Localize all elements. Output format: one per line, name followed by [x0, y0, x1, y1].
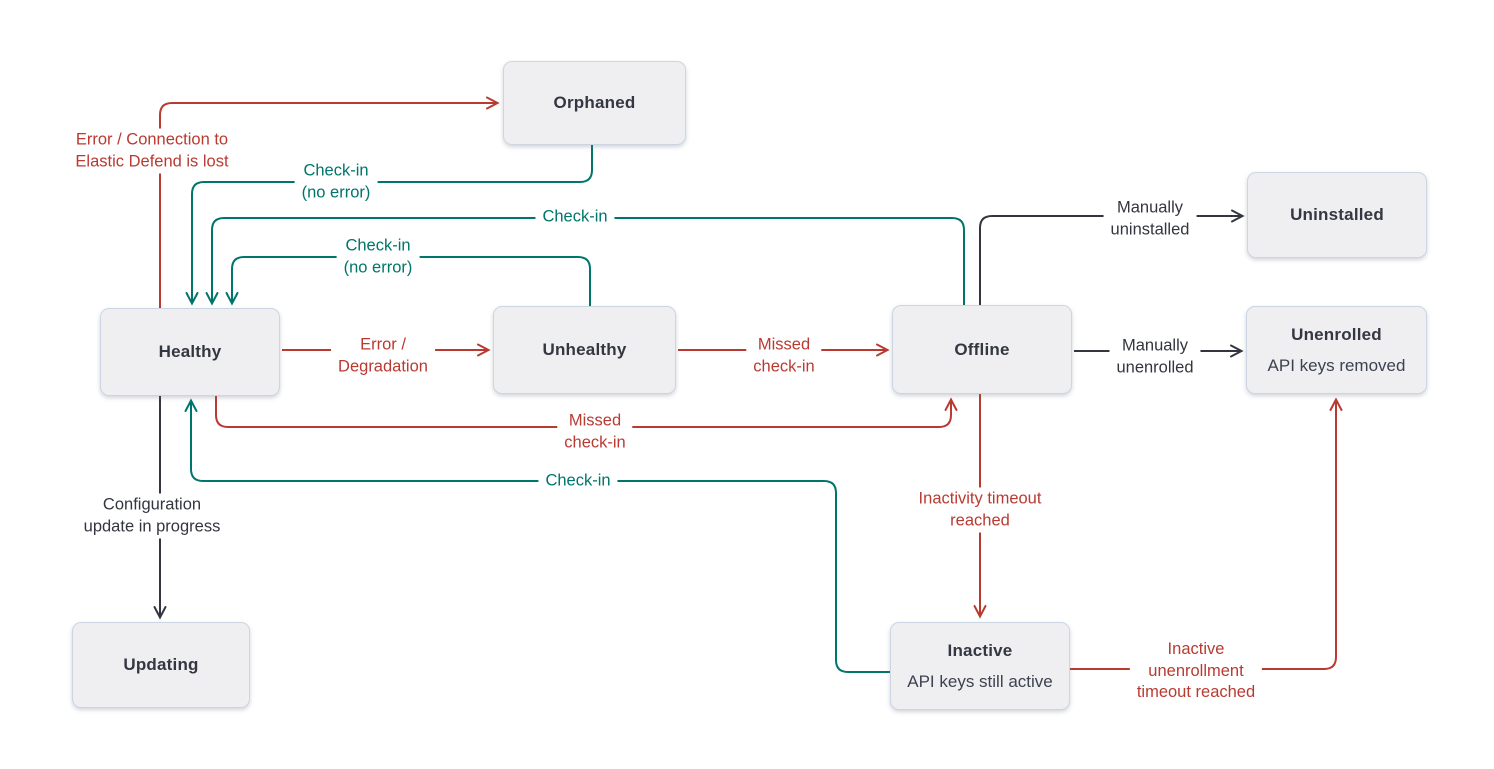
edge-label-error-connection-lost: Error / Connection to Elastic Defend is … — [68, 128, 236, 174]
edge-label-inactivity-timeout: Inactivity timeout reached — [911, 487, 1049, 533]
node-inactive-title: Inactive — [947, 640, 1013, 660]
node-unenrolled-subtitle: API keys removed — [1267, 355, 1406, 375]
node-offline: Offline — [892, 305, 1072, 394]
node-orphaned-title: Orphaned — [553, 93, 636, 112]
node-offline-title: Offline — [954, 339, 1010, 359]
edge-label-manually-uninstalled: Manually uninstalled — [1103, 196, 1197, 242]
edge-label-missed-checkin-unhealthy: Missed check-in — [746, 333, 822, 379]
node-inactive: Inactive API keys still active — [890, 622, 1070, 710]
edge-label-missed-checkin-healthy: Missed check-in — [557, 409, 633, 455]
node-healthy: Healthy — [100, 308, 280, 396]
node-uninstalled: Uninstalled — [1247, 172, 1427, 258]
node-updating-title: Updating — [123, 655, 199, 674]
edge-label-checkin-no-error-orphaned: Check-in (no error) — [294, 159, 378, 205]
node-inactive-subtitle: API keys still active — [907, 671, 1053, 691]
node-uninstalled-title: Uninstalled — [1290, 205, 1384, 224]
edge-label-error-degradation: Error / Degradation — [331, 333, 435, 379]
edge-label-checkin-offline: Check-in — [535, 205, 615, 229]
edge-inactive-to-healthy — [184, 398, 890, 673]
node-unhealthy-title: Unhealthy — [542, 340, 627, 359]
node-healthy-title: Healthy — [158, 342, 222, 361]
node-unenrolled: Unenrolled API keys removed — [1246, 306, 1427, 394]
node-orphaned: Orphaned — [503, 61, 686, 145]
node-updating: Updating — [72, 622, 250, 708]
edge-orphaned-to-healthy — [185, 145, 593, 306]
edge-label-checkin-inactive: Check-in — [538, 469, 618, 493]
edge-label-configuration-update: Configuration update in progress — [76, 493, 228, 539]
edge-label-checkin-no-error-unhealthy: Check-in (no error) — [336, 234, 420, 280]
edge-healthy-to-orphaned — [159, 96, 500, 308]
edge-label-manually-unenrolled: Manually unenrolled — [1109, 334, 1201, 380]
edge-inactive-to-unenrolled — [1070, 397, 1343, 670]
node-unhealthy: Unhealthy — [493, 306, 676, 394]
edge-label-inactive-unenrollment-timeout: Inactive unenrollment timeout reached — [1129, 637, 1263, 705]
node-unenrolled-title: Unenrolled — [1291, 324, 1382, 344]
edge-offline-to-uninstalled — [979, 209, 1245, 305]
